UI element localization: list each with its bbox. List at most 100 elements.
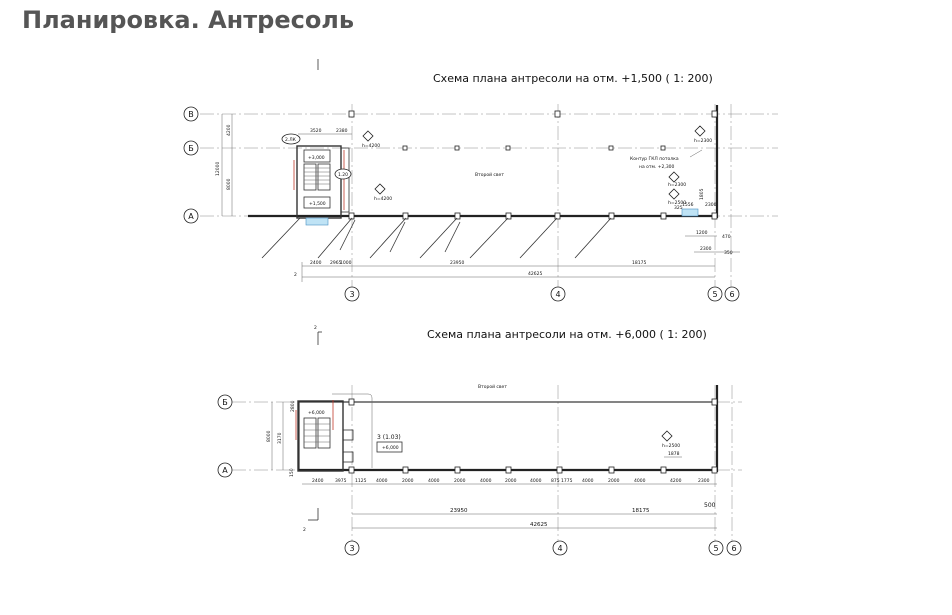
plan-1-second-light-label: Второй свет: [475, 171, 504, 178]
svg-text:h=2300: h=2300: [694, 138, 712, 144]
plan-2-height-marker: h=2500 1878: [661, 430, 682, 458]
plan-2-mezzanine-outline: [298, 401, 718, 471]
svg-text:1775: 1775: [561, 478, 573, 484]
svg-text:470: 470: [722, 234, 731, 240]
plan-2-elevation-upper: +6,000: [308, 410, 325, 416]
plan-2-caption: Схема плана антресоли на отм. +6,000 ( 1…: [427, 328, 707, 341]
plan-2-bottom-dims-row-2: 23950 18175 500: [352, 502, 717, 515]
svg-text:150: 150: [289, 468, 295, 477]
svg-text:18175: 18175: [632, 508, 650, 514]
svg-text:h=4200: h=4200: [362, 143, 380, 149]
svg-text:4200: 4200: [226, 124, 232, 136]
svg-text:23950: 23950: [450, 260, 464, 266]
svg-text:3520: 3520: [310, 128, 322, 134]
svg-text:1200: 1200: [696, 230, 708, 236]
svg-text:1556: 1556: [682, 202, 694, 208]
svg-text:3975: 3975: [335, 478, 347, 484]
plan-1-room-tag-a: 2.ЛК: [281, 133, 301, 145]
plan-1-height-marker-3: h=2300: [694, 125, 712, 144]
svg-text:4000: 4000: [428, 478, 440, 484]
svg-text:1.20: 1.20: [338, 172, 348, 178]
svg-text:2: 2: [314, 325, 317, 331]
svg-text:3: 3: [349, 290, 354, 299]
svg-text:42625: 42625: [528, 271, 542, 277]
svg-text:4000: 4000: [376, 478, 388, 484]
plan-1-room-tag-b: 1.20: [334, 168, 352, 180]
svg-text:А: А: [222, 466, 228, 475]
svg-text:4200: 4200: [670, 478, 682, 484]
plan-1-bottom-dims: 2400 2965 1000 23950 18175 42625 2: [294, 260, 715, 282]
axis-bubble-5: 5: [707, 286, 723, 302]
svg-text:6: 6: [731, 544, 736, 553]
plan-1-gkl-contour-label: Контур ГКЛ потолка: [630, 156, 679, 162]
plan-1-section-mark: 2: [294, 272, 297, 278]
plan-2-axis-bubble-5: 5: [708, 540, 724, 556]
svg-text:42625: 42625: [530, 522, 548, 528]
page-title: Планировка. Антресоль: [22, 6, 355, 34]
svg-text:2300: 2300: [700, 246, 712, 252]
svg-text:4: 4: [555, 290, 560, 299]
svg-text:4000: 4000: [582, 478, 594, 484]
svg-text:3: 3: [349, 544, 354, 553]
svg-text:8000: 8000: [266, 430, 272, 442]
plan-2-room-tag: 3 (1.03) +6,000: [376, 434, 403, 453]
svg-text:4000: 4000: [530, 478, 542, 484]
plan-1-elevation-lower: +1,500: [309, 201, 326, 207]
svg-text:2400: 2400: [312, 478, 324, 484]
plan-1-columns: [348, 110, 718, 220]
plan-2-axis-bubble-a: А: [217, 462, 233, 478]
plan-1-height-marker-2: h=4200: [374, 183, 392, 202]
svg-text:4000: 4000: [634, 478, 646, 484]
svg-text:1125: 1125: [355, 478, 367, 484]
svg-text:2: 2: [303, 527, 306, 533]
svg-text:12000: 12000: [215, 162, 221, 176]
plan-1-caption: Схема плана антресоли на отм. +1,500 ( 1…: [433, 72, 713, 85]
svg-text:2380: 2380: [336, 128, 348, 134]
plan-2-columns: [348, 398, 718, 474]
svg-text:2965: 2965: [330, 260, 342, 266]
svg-text:875: 875: [551, 478, 560, 484]
plan-2-section-mark-bottom: 2: [303, 508, 319, 533]
axis-bubble-3: 3: [344, 286, 360, 302]
plan-1-stair-core: +3,000 +1,500: [293, 145, 699, 226]
svg-text:500: 500: [704, 502, 716, 509]
plan-2-stair-core: +6,000: [295, 393, 373, 472]
plan-1-height-marker-4: h=2300: [668, 171, 686, 188]
svg-text:h=2500: h=2500: [668, 200, 686, 206]
svg-text:5: 5: [712, 290, 717, 299]
axis-bubble-6: 6: [724, 286, 740, 302]
plan-1-gkl-contour-elev: на отм. +2,300: [639, 164, 675, 170]
svg-text:1878: 1878: [668, 451, 680, 457]
svg-text:325: 325: [674, 205, 683, 211]
plan-2-bottom-dims-row-1: 2400 3975 1125 4000 2000 4000 2000 4000 …: [302, 478, 717, 485]
svg-text:Б: Б: [188, 144, 194, 153]
svg-text:4000: 4000: [480, 478, 492, 484]
plan-2-axis-bubble-3: 3: [344, 540, 360, 556]
svg-text:2800: 2800: [290, 400, 296, 412]
svg-text:2400: 2400: [310, 260, 322, 266]
plan-2-axis-bubble-b: Б: [217, 394, 233, 410]
plan-2-left-dims: 8000 2800 3170 150: [266, 400, 296, 477]
svg-text:8000: 8000: [226, 178, 232, 190]
plan-1-height-marker-5: h=2500: [668, 188, 686, 206]
svg-text:h=2300: h=2300: [668, 182, 686, 188]
plan-1: Схема плана антресоли на отм. +1,500 ( 1…: [183, 59, 778, 302]
svg-text:А: А: [188, 212, 194, 221]
svg-text:Б: Б: [222, 398, 228, 407]
svg-text:1000: 1000: [340, 260, 352, 266]
plan-2-bottom-dims-row-3: 42625: [352, 522, 717, 529]
svg-text:4: 4: [557, 544, 562, 553]
svg-text:2000: 2000: [505, 478, 517, 484]
plan-2-axis-bubble-4: 4: [552, 540, 568, 556]
svg-text:2.ЛК: 2.ЛК: [285, 137, 297, 143]
plan-1-elevation-upper: +3,000: [308, 155, 325, 161]
plan-2-elevation-room: +6,000: [382, 445, 399, 451]
plan-1-right-dims: 1200 470 2300 350 1556 2300 325 1805: [674, 188, 740, 256]
axis-bubble-a: А: [183, 208, 199, 224]
plan-1-left-dims: 4200 12000 8000: [215, 114, 233, 216]
svg-text:h=2500: h=2500: [662, 443, 680, 449]
svg-text:2300: 2300: [705, 202, 717, 208]
svg-text:2000: 2000: [608, 478, 620, 484]
svg-text:3 (1.03): 3 (1.03): [377, 434, 401, 441]
svg-text:18175: 18175: [632, 260, 646, 266]
